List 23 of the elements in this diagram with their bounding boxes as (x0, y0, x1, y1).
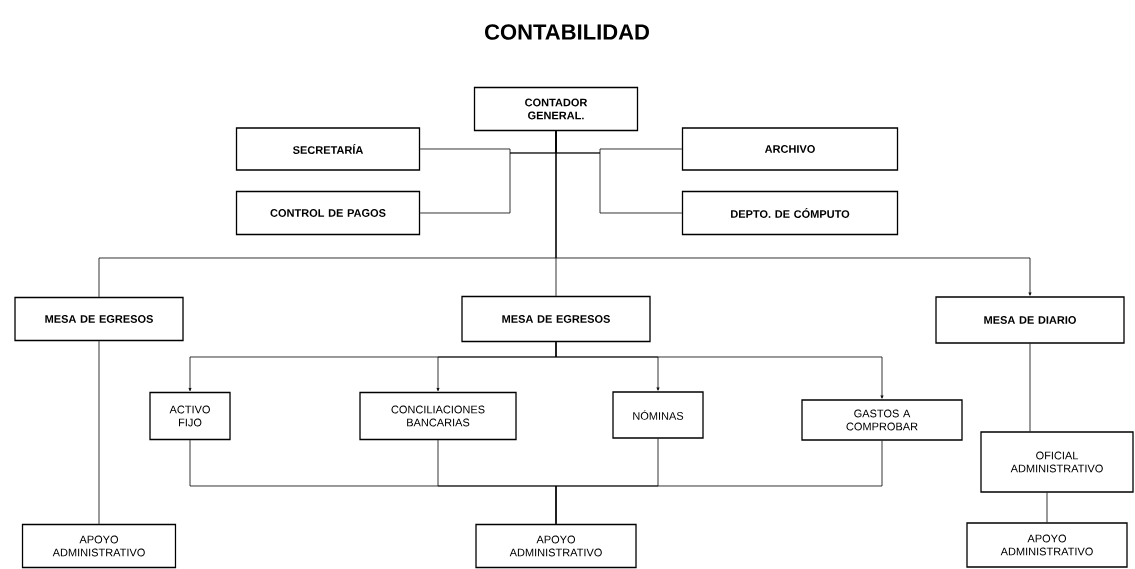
org-box: SECRETARÍA (235, 127, 421, 171)
org-box: OFICIAL ADMINISTRATIVO (980, 431, 1134, 493)
title: CONTABILIDAD (485, 24, 649, 40)
org-box: MESA DE DIARIO (935, 296, 1125, 344)
org-box: APOYO ADMINISTRATIVO (966, 522, 1128, 568)
org-box: GASTOS A COMPROBAR (801, 399, 963, 441)
connector (1029, 343, 1031, 432)
org-box: CONCILIACIONES BANCARIAS (359, 391, 517, 441)
org-box: CONTROL DE PAGOS (235, 190, 421, 236)
org-box: NÓMINAS (612, 391, 704, 439)
org-box: APOYO ADMINISTRATIVO (21, 523, 177, 569)
org-box: APOYO ADMINISTRATIVO (475, 523, 637, 569)
org-box: DEPTO. DE CÓMPUTO (681, 190, 899, 236)
org-box: MESA DE EGRESOS (461, 295, 651, 343)
org-box: ACTIVO FIJO (149, 391, 231, 441)
connector (555, 440, 883, 525)
org-box: ARCHIVO (681, 127, 899, 171)
org-box: CONTADOR GENERAL. (473, 86, 639, 132)
connector (98, 340, 100, 525)
org-box: MESA DE EGRESOS (14, 296, 184, 342)
connector (1046, 492, 1048, 523)
connector (555, 130, 1032, 296)
connector (555, 341, 884, 399)
